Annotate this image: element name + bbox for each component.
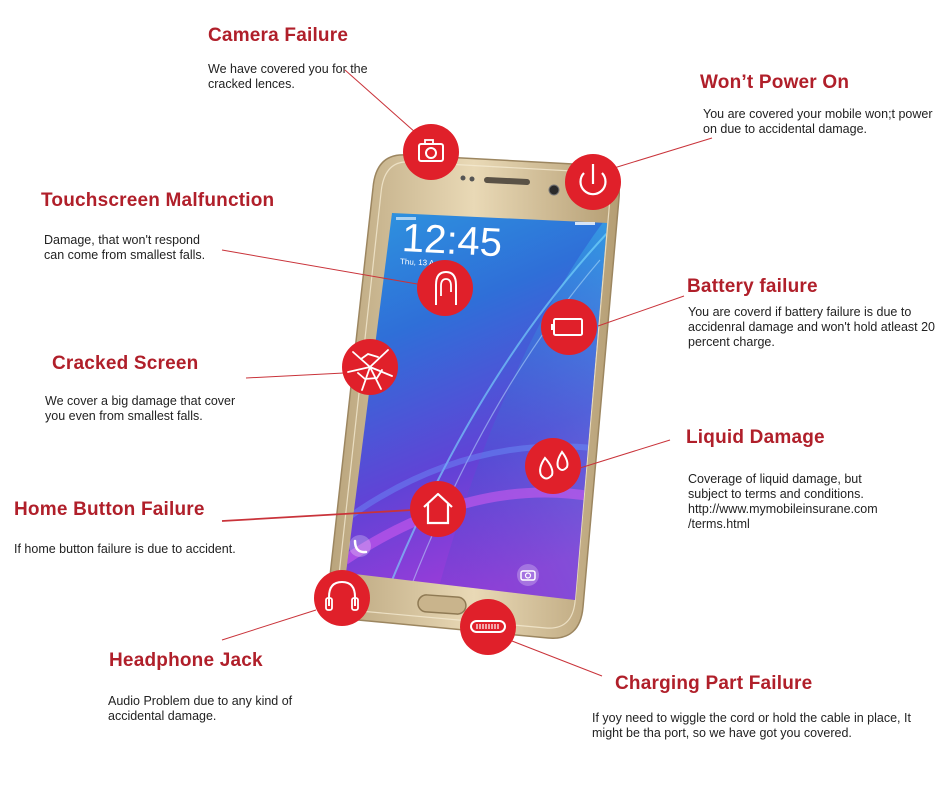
cracked-screen-title: Cracked Screen (52, 353, 199, 374)
lockscreen-date: Thu, 13 A (400, 257, 435, 268)
headphone-jack-description: Audio Problem due to any kind of acciden… (108, 694, 293, 723)
earpiece-grille (484, 176, 530, 186)
headphone-jack-title: Headphone Jack (109, 650, 263, 671)
charging-part-failure-title: Charging Part Failure (615, 673, 813, 694)
touchscreen-malfunction-title: Touchscreen Malfunction (41, 190, 275, 211)
camera-failure-title: Camera Failure (208, 25, 349, 46)
lockscreen-phone-shortcut-icon (349, 535, 371, 557)
home-icon (410, 481, 466, 537)
front-camera-lens (548, 184, 560, 196)
liquid-damage-description: Coverage of liquid damage, but subject t… (688, 472, 878, 531)
camera-icon (403, 124, 459, 180)
camera-failure-description: We have covered you for the cracked lenc… (208, 62, 368, 91)
power-icon (565, 154, 621, 210)
water-drops-icon (525, 438, 581, 494)
wont-power-on-description: You are covered your mobile won;t power … (703, 107, 933, 136)
touchscreen-malfunction-description: Damage, that won't respond can come from… (44, 233, 206, 262)
home-button-failure-title: Home Button Failure (14, 499, 205, 520)
battery-failure-description: You are coverd if battery failure is due… (688, 305, 935, 349)
charging-port-icon (460, 599, 516, 655)
home-button-failure-description: If home button failure is due to acciden… (14, 542, 236, 556)
battery-icon (541, 299, 597, 355)
battery-failure-title: Battery failure (687, 276, 818, 297)
charging-part-failure-description: If yoy need to wiggle the cord or hold t… (592, 711, 911, 740)
wont-power-on-title: Won’t Power On (700, 72, 850, 93)
liquid-damage-title: Liquid Damage (686, 427, 825, 448)
lockscreen-clock: 12:45 (401, 216, 503, 265)
cracked-screen-description: We cover a big damage that cover you eve… (45, 394, 236, 423)
connector-lines (221, 69, 713, 677)
headphone-icon (314, 570, 370, 626)
lockscreen-camera-shortcut-icon (517, 564, 539, 586)
physical-home-button (417, 594, 467, 615)
finger-touch-icon (417, 260, 473, 316)
cracked-glass-icon (342, 339, 398, 395)
